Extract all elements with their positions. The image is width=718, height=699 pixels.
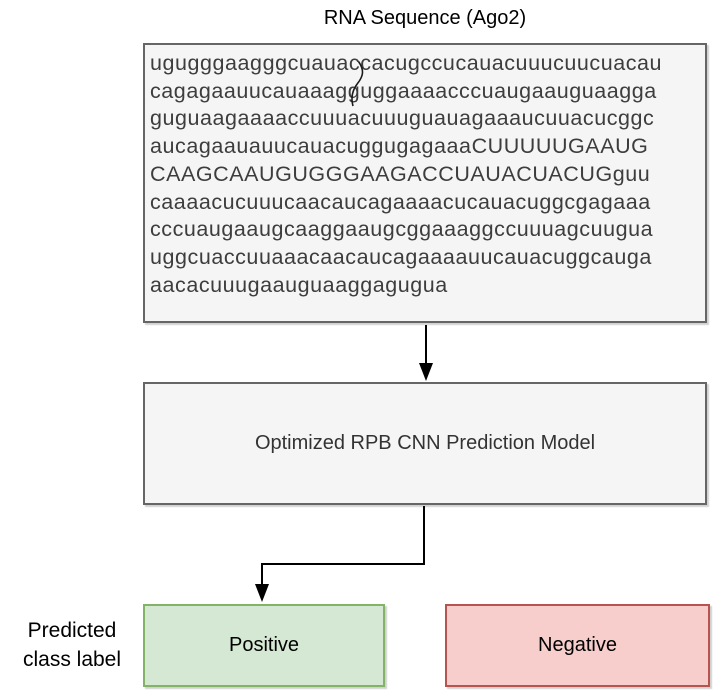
negative-class-box: Negative — [445, 604, 710, 687]
negative-class-label: Negative — [538, 634, 617, 656]
arrow-sequence-to-model — [419, 325, 433, 381]
rna-sequence-text: ugugggaagggcuauaccacugccucauacuuucuucuac… — [150, 51, 663, 297]
prediction-model-box: Optimized RPB CNN Prediction Model — [143, 382, 707, 505]
rna-sequence-box: ugugggaagggcuauaccacugccucauacuuucuucuac… — [143, 43, 707, 323]
arrow-model-to-positive — [255, 506, 425, 602]
predicted-class-label: Predicted class label — [22, 619, 122, 671]
positive-class-label: Positive — [228, 634, 300, 656]
positive-class-box: Positive — [143, 604, 385, 687]
diagram-title: RNA Sequence (Ago2) — [323, 7, 527, 29]
prediction-model-label: Optimized RPB CNN Prediction Model — [254, 432, 596, 454]
